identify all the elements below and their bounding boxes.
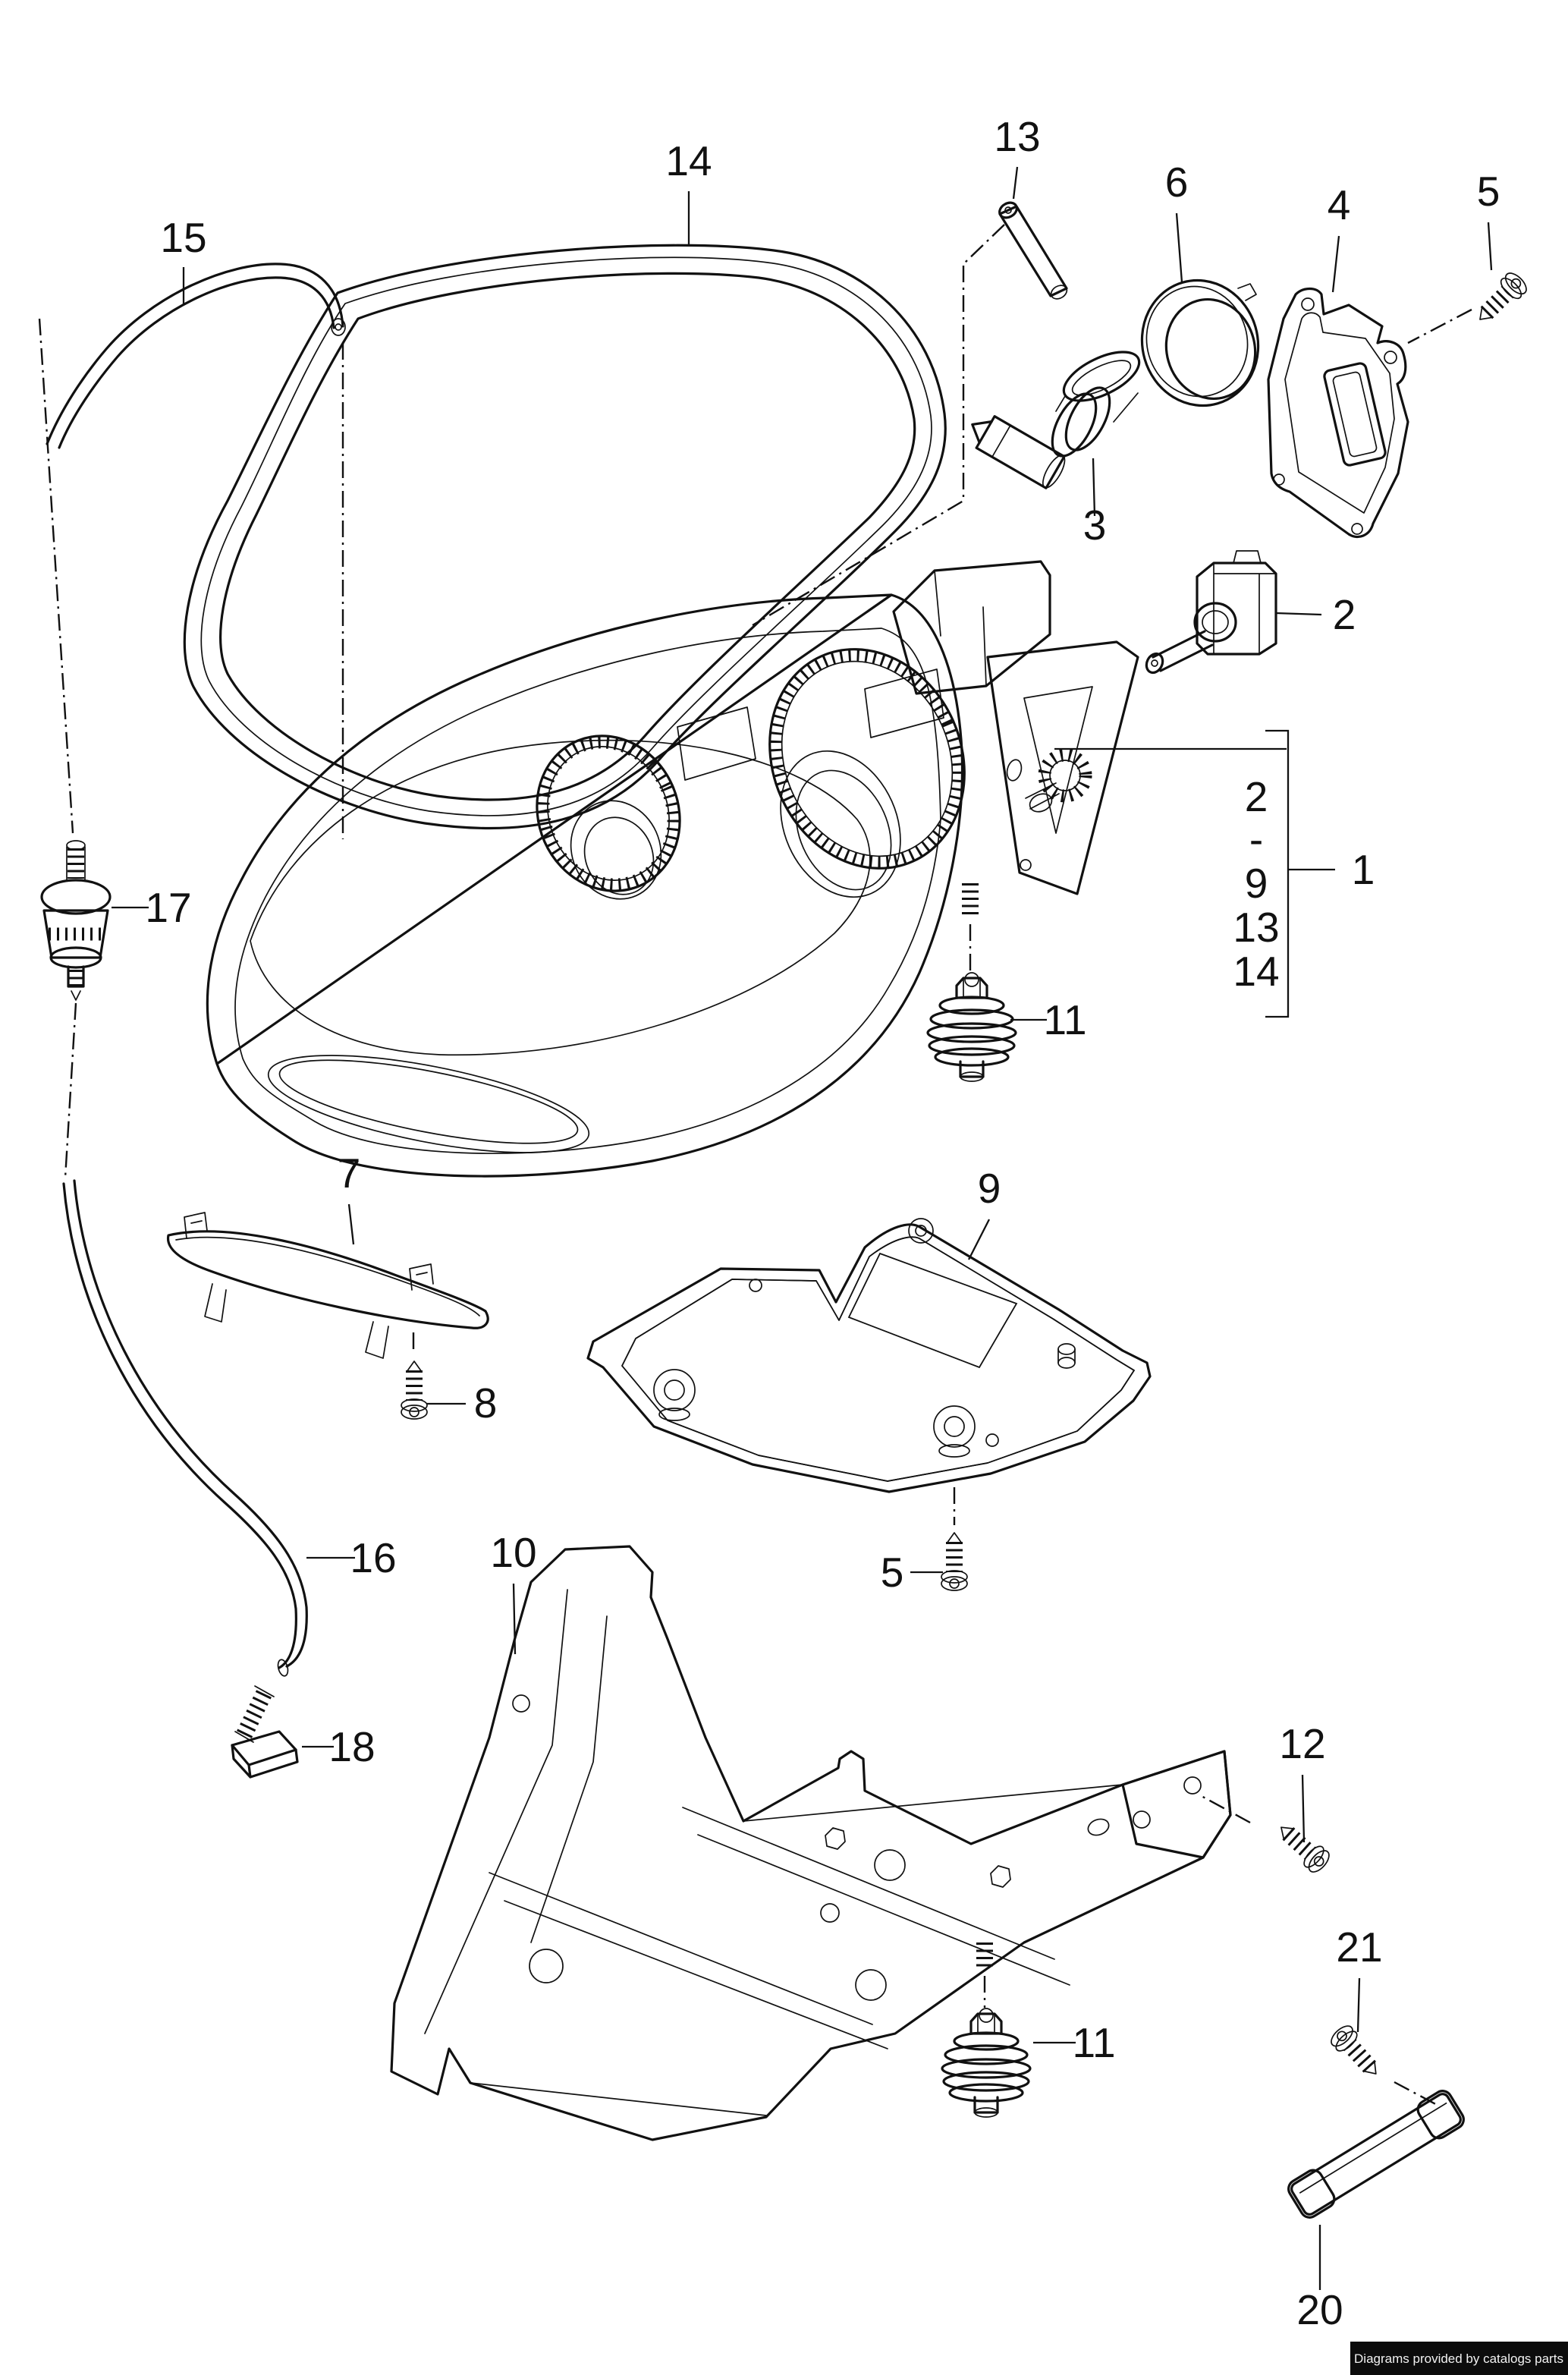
part-3-bulb bbox=[971, 351, 1141, 489]
callout-15[interactable]: 15 bbox=[160, 214, 206, 261]
callout-7[interactable]: 7 bbox=[338, 1150, 361, 1197]
assembly-bracket bbox=[1265, 729, 1335, 1018]
part-5-screw-top bbox=[1471, 269, 1530, 329]
callout-5-bottom[interactable]: 5 bbox=[881, 1549, 904, 1596]
part-17-valve bbox=[40, 840, 112, 1001]
bracket-item-dash: - bbox=[1249, 816, 1263, 863]
callout-18[interactable]: 18 bbox=[328, 1723, 375, 1770]
part-13-pin bbox=[998, 201, 1068, 300]
bracket-item-13[interactable]: 13 bbox=[1233, 904, 1279, 951]
callout-21[interactable]: 21 bbox=[1336, 1924, 1382, 1971]
bracket-item-2[interactable]: 2 bbox=[1245, 773, 1268, 820]
watermark-text: Diagrams provided by catalogs parts bbox=[1354, 2351, 1563, 2366]
part-4-rear-cover bbox=[1267, 287, 1409, 539]
part-9-cover-plate bbox=[586, 1218, 1152, 1493]
callout-14[interactable]: 14 bbox=[665, 137, 712, 184]
part-5-screw-bottom bbox=[941, 1533, 967, 1590]
callout-8[interactable]: 8 bbox=[474, 1379, 498, 1427]
part-14-seal bbox=[183, 244, 947, 830]
part-11-grommet-lower bbox=[941, 2007, 1032, 2119]
part-16-hose bbox=[62, 1179, 308, 1677]
watermark: Diagrams provided by catalogs parts bbox=[1350, 2342, 1568, 2375]
callout-9[interactable]: 9 bbox=[978, 1165, 1001, 1212]
callout-13[interactable]: 13 bbox=[994, 113, 1040, 160]
callout-17[interactable]: 17 bbox=[145, 884, 191, 931]
part-11-grommet-upper bbox=[926, 971, 1017, 1083]
part-10-bracket bbox=[390, 1545, 1232, 2141]
callout-1[interactable]: 1 bbox=[1352, 846, 1375, 893]
leader-lines bbox=[112, 166, 1493, 2290]
part-20-bumper-strip bbox=[1287, 2090, 1465, 2219]
bracket-item-9[interactable]: 9 bbox=[1245, 860, 1268, 907]
callout-2[interactable]: 2 bbox=[1333, 591, 1356, 638]
part-6-retaining-ring bbox=[1140, 278, 1260, 407]
callout-3[interactable]: 3 bbox=[1083, 502, 1107, 549]
part-21-screw bbox=[1328, 2022, 1385, 2082]
part-7-trim-strip bbox=[166, 1212, 489, 1359]
part-2-adjuster-motor bbox=[1145, 550, 1277, 675]
callout-16[interactable]: 16 bbox=[350, 1534, 396, 1581]
callout-6[interactable]: 6 bbox=[1165, 159, 1189, 206]
part-1-headlamp-assembly bbox=[206, 560, 1139, 1178]
callout-labels: 15 14 13 6 4 5 3 2 1 17 11 7 9 8 16 10 5… bbox=[145, 113, 1500, 2333]
part-12-screw bbox=[1273, 1818, 1333, 1876]
part-18-connector bbox=[231, 1685, 299, 1779]
part-15-tube bbox=[46, 263, 346, 449]
center-lines bbox=[38, 224, 1472, 2108]
part-8-screw bbox=[401, 1361, 427, 1419]
callout-20[interactable]: 20 bbox=[1296, 2286, 1343, 2333]
callout-10[interactable]: 10 bbox=[490, 1529, 536, 1576]
callout-11-upper[interactable]: 11 bbox=[1043, 996, 1086, 1043]
callout-12[interactable]: 12 bbox=[1279, 1720, 1325, 1767]
bracket-item-14[interactable]: 14 bbox=[1233, 948, 1279, 995]
callout-4[interactable]: 4 bbox=[1328, 181, 1351, 228]
callout-11-lower[interactable]: 11 bbox=[1072, 2019, 1115, 2066]
watermark-bar bbox=[1350, 2342, 1568, 2375]
callout-5-top[interactable]: 5 bbox=[1477, 168, 1500, 215]
